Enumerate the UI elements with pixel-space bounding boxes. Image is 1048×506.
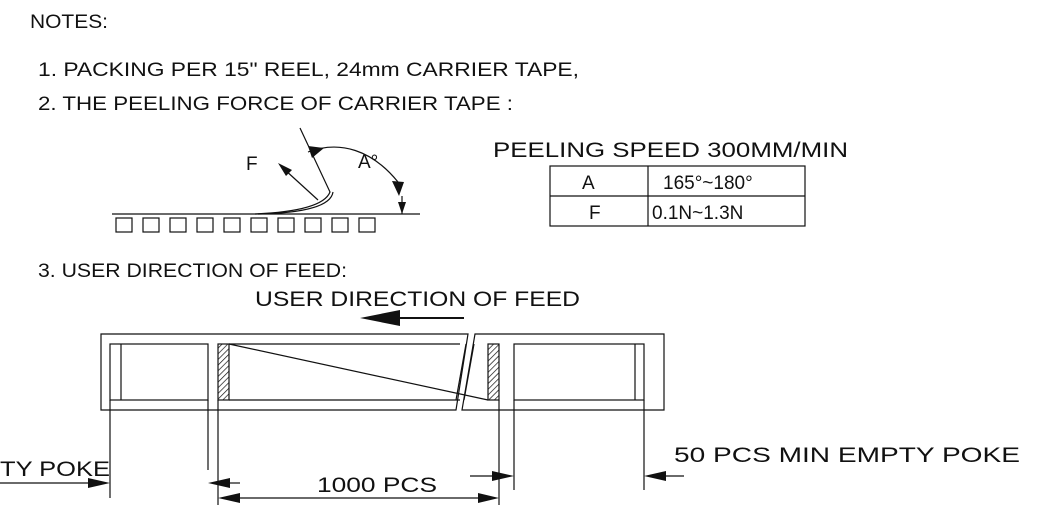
left-empty-poke-label: TY POKE [0,458,110,481]
note-item-2: 2. THE PEELING FORCE OF CARRIER TAPE : [38,94,513,115]
peel-table-title: PEELING SPEED 300MM/MIN [493,139,848,162]
angle-label: A° [358,152,378,173]
table-param-a: A [582,173,595,194]
note-item-1: 1. PACKING PER 15" REEL, 24mm CARRIER TA… [38,60,579,81]
peeling-spec-table: PEELING SPEED 300MM/MIN A 165°~180° F 0.… [493,139,848,227]
note-item-3: 3. USER DIRECTION OF FEED: [38,261,347,282]
pcs-count-label: 1000 PCS [317,474,437,497]
feed-direction-label: USER DIRECTION OF FEED [255,288,580,311]
table-value-a: 165°~180° [663,173,753,194]
table-value-f: 0.1N~1.3N [652,203,743,224]
table-param-f: F [589,203,601,224]
carrier-pockets [115,217,376,233]
right-empty-poke-label: 50 PCS MIN EMPTY POKE [674,444,1020,467]
peel-force-diagram: F A° [112,127,420,233]
notes-heading: NOTES: [30,12,108,33]
force-label: F [246,154,258,175]
feed-arrow-icon [360,310,400,326]
feed-direction-diagram: USER DIRECTION OF FEED TY POKE [0,288,1020,505]
